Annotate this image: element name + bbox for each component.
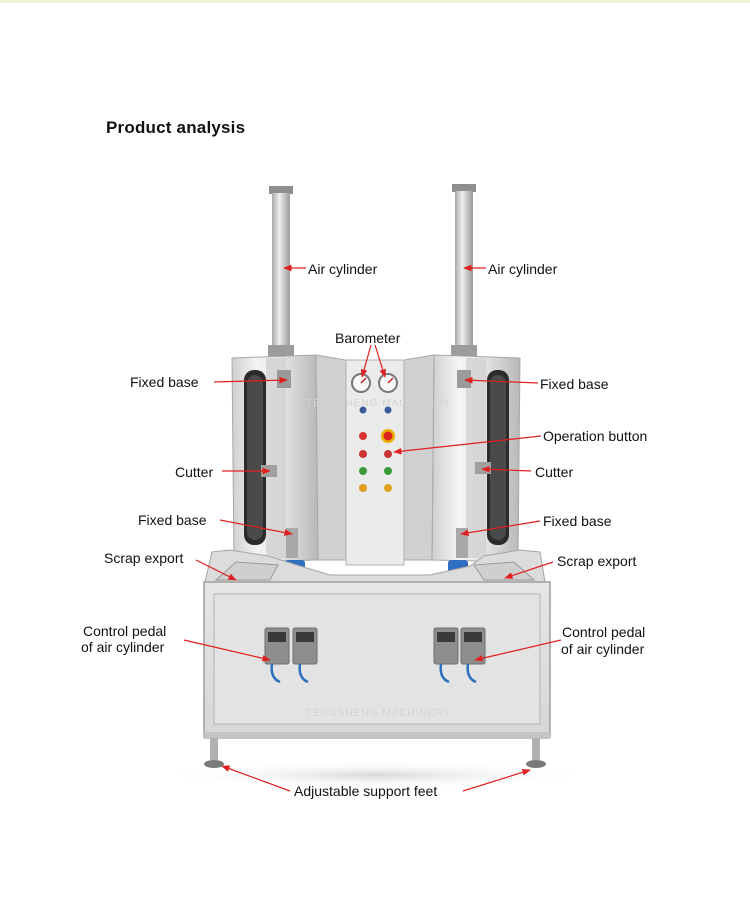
label-scrap-export-right: Scrap export [557,553,637,569]
leg-right [532,738,540,760]
arrow-cutter-right [481,465,532,473]
label-control-pedal-left-line2: of air cylinder [81,639,165,655]
cutter-right-part [475,462,491,474]
arrow-fixed-base-top-right [464,376,539,384]
cabinet [203,581,551,739]
arrow-control-pedal-right [474,639,562,662]
arrow-fixed-base-bottom-right [460,520,541,537]
worktop-tray [204,549,546,583]
label-control-pedal-right-line1: Control pedal [562,624,646,640]
page-title: Product analysis [106,118,246,137]
central-control-panel [315,354,435,566]
arrow-control-pedal-left [183,639,271,662]
arrow-barometer-right [374,344,386,378]
left-tank [231,354,319,563]
arrow-scrap-export-left [195,559,237,581]
fixed-base-bottom-right-part [456,528,468,558]
arrow-scrap-export-right [504,561,554,579]
fixed-base-bottom-left-part [286,528,298,558]
label-air-cylinder-left: Air cylinder [308,261,378,277]
label-cutter-right: Cutter [535,464,574,480]
arrow-operation-button [393,435,542,455]
foot-right [526,760,546,768]
label-operation-button: Operation button [543,428,648,444]
top-border [0,0,750,3]
leg-left [210,738,218,760]
foot-left [204,760,224,768]
pedal-box-left-2 [292,627,318,684]
label-fixed-base-top-right: Fixed base [540,376,609,392]
right-tank [431,354,521,563]
label-cutter-left: Cutter [175,464,214,480]
label-fixed-base-bottom-right: Fixed base [543,513,612,529]
label-scrap-export-left: Scrap export [104,550,184,566]
watermark-bottom: TENGSHENG MACHINERY [306,708,451,719]
pedal-box-right-2 [460,627,486,684]
arrow-feet-right [462,769,531,792]
arrow-fixed-base-top-left [213,376,288,384]
label-control-pedal-left-line1: Control pedal [83,623,167,639]
fixed-base-top-left-part [277,370,291,388]
pedal-box-right-1 [433,627,459,684]
pedal-box-left-1 [264,627,290,684]
label-fixed-base-top-left: Fixed base [130,374,199,390]
label-adjustable-feet: Adjustable support feet [294,783,438,799]
air-cylinder-left [268,186,294,377]
watermark-top: TENGSHENG MACHINERY [306,398,451,409]
fixed-base-top-right-part [457,370,471,388]
arrow-barometer-left [360,344,372,378]
label-fixed-base-bottom-left: Fixed base [138,512,207,528]
scrap-export-right-part [473,561,536,581]
arrow-fixed-base-bottom-left [219,519,293,536]
air-cylinder-right [451,184,477,377]
arrow-feet-left [221,765,291,792]
label-air-cylinder-right: Air cylinder [488,261,558,277]
label-barometer: Barometer [335,330,401,346]
annotation-arrows [183,264,562,792]
label-control-pedal-right-line2: of air cylinder [561,641,645,657]
